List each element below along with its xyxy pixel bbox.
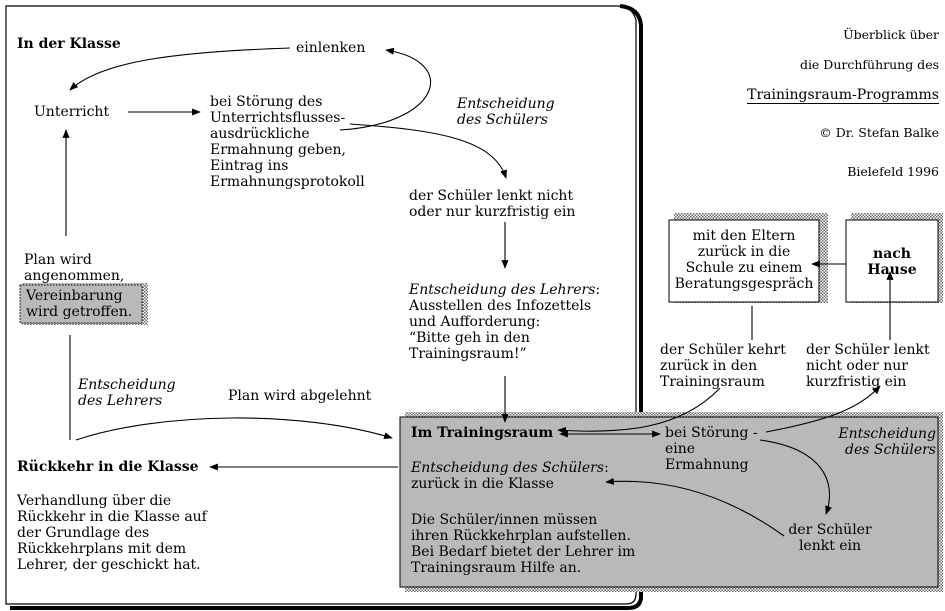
arrow-stoerung-lenkt-nicht xyxy=(349,123,507,179)
rueckkehr-heading: Rückkehr in die Klasse xyxy=(17,459,199,475)
lenkt-ein-text: der Schüler lenkt ein xyxy=(788,522,872,554)
unterricht-label: Unterricht xyxy=(34,104,110,120)
eltern-box xyxy=(668,219,820,303)
header-block: Überblick über die Durchführung des Trai… xyxy=(679,12,939,194)
entscheidung-lehrer-rest: : Ausstellen des Infozettels und Aufford… xyxy=(409,282,601,362)
classroom-frame-shadow xyxy=(10,4,643,610)
entscheidung-lehrer-block: Entscheidung des Lehrers: Ausstellen des… xyxy=(409,282,600,362)
eltern-text: mit den Eltern zurück in die Schule zu e… xyxy=(674,228,814,292)
kehrt-zurueck-text: der Schüler kehrt zurück in den Training… xyxy=(660,342,786,390)
header-place-year: Bielefeld 1996 xyxy=(847,164,939,179)
arrow-stoerung-lenkt-ein xyxy=(759,439,832,515)
trainingsraum-decision-rest: : zurück in die Klasse xyxy=(411,460,609,492)
header-title-text: Trainingsraum-Programms xyxy=(747,87,939,104)
einlenken-label: einlenken xyxy=(296,40,366,56)
verhandlung-text: Verhandlung über die Rückkehr in die Kla… xyxy=(17,493,207,573)
trainingsraum-decision-label: Entscheidung des Schülers xyxy=(411,460,605,476)
trainingsraum-stoerung: bei Störung - eine Ermahnung xyxy=(665,425,758,473)
entscheidung-schueler-top: Entscheidung des Schülers xyxy=(457,96,555,128)
header-title: Trainingsraum-Programms xyxy=(679,87,939,104)
lenkt-nicht-rechts-text: der Schüler lenkt nicht oder nur kurzfri… xyxy=(806,342,930,390)
entscheidung-lehrers-left: Entscheidung des Lehrers xyxy=(78,377,176,409)
plan-angenommen-text: Plan wird angenommen, xyxy=(24,252,125,284)
nach-hause-text: nach Hause xyxy=(867,246,917,278)
header-line2: die Durchführung des xyxy=(799,57,939,72)
arrow-stoerung-lenkt-nicht-rechts xyxy=(765,385,881,433)
arrow-einlenken-unterricht xyxy=(69,47,291,91)
nach-hause-box xyxy=(845,219,939,303)
lenkt-nicht-text: der Schüler lenkt nicht oder nur kurzfri… xyxy=(409,188,576,220)
arrow-lenkt-ein-zurueck xyxy=(605,477,785,537)
arrow-kehrt-zurueck xyxy=(557,387,721,435)
arrow-plan-abgelehnt xyxy=(75,417,393,441)
trainingsraum-entscheidung: Entscheidung des Schülers xyxy=(838,426,936,458)
plan-abgelehnt-label: Plan wird abgelehnt xyxy=(228,388,372,404)
trainingsraum-heading: Im Trainingsraum xyxy=(411,425,554,441)
trainingsraum-box xyxy=(399,416,939,588)
vereinbarung-text: Vereinbarung wird getroffen. xyxy=(26,288,133,320)
trainingsraum-decision: Entscheidung des Schülers: zurück in die… xyxy=(411,460,609,492)
header-line1: Überblick über xyxy=(843,27,939,42)
trainingsraum-body: Die Schüler/innen müssen ihren Rückkehrp… xyxy=(411,512,636,576)
entscheidung-lehrer-label: Entscheidung des Lehrers xyxy=(409,282,596,298)
classroom-heading: In der Klasse xyxy=(17,36,121,52)
vereinbarung-box xyxy=(19,284,143,324)
stoerung-text: bei Störung des Unterrichtsflusses- ausd… xyxy=(210,94,365,190)
header-author: © Dr. Stefan Balke xyxy=(819,125,939,140)
